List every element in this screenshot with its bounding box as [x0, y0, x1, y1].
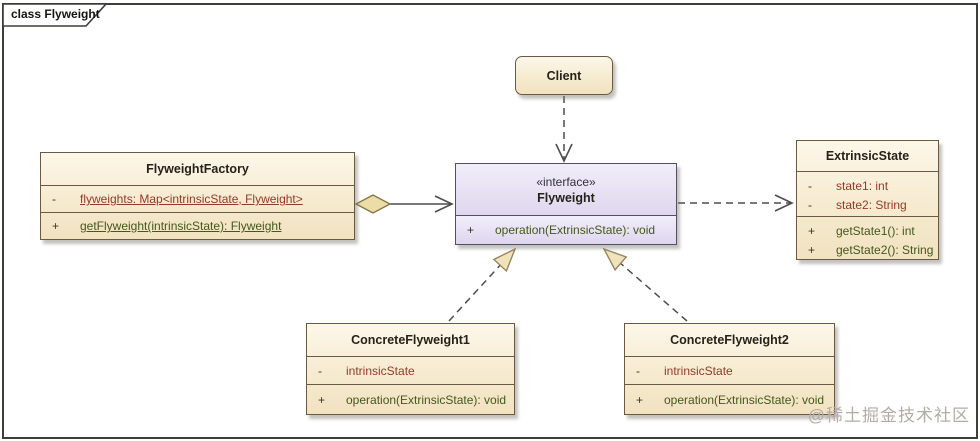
realization-concreteflyweight1-to-flyweight: [448, 247, 517, 322]
operation-row: + getState2(): String: [797, 240, 938, 259]
attribute-text: state2: String: [836, 197, 907, 212]
visibility-marker: +: [808, 223, 816, 238]
frame-tab-label: class Flyweight: [11, 7, 100, 21]
operation-text: getFlyweight(intrinsicState): Flyweight: [80, 219, 282, 233]
visibility-marker: +: [318, 392, 326, 407]
interface-box-flyweight: «interface» Flyweight + operation(Extrin…: [455, 163, 677, 245]
operation-text: operation(ExtrinsicState): void: [346, 392, 507, 407]
operations-compartment: + operation(ExtrinsicState): void: [625, 384, 834, 414]
visibility-marker: -: [318, 363, 322, 378]
class-title-flyweightfactory: FlyweightFactory: [146, 162, 249, 176]
operation-text: getState1(): int: [836, 223, 915, 238]
class-title-concreteflyweight2: ConcreteFlyweight2: [670, 333, 789, 347]
attribute-row: - state1: int: [797, 176, 938, 195]
class-box-client: Client: [515, 56, 613, 95]
interface-title-flyweight: «interface» Flyweight: [456, 164, 676, 215]
visibility-marker: -: [808, 197, 812, 212]
operation-row: + operation(ExtrinsicState): void: [456, 216, 676, 244]
frame-tab-shape: [2, 3, 108, 27]
attributes-compartment: - intrinsicState: [307, 356, 514, 384]
visibility-marker: +: [467, 223, 475, 237]
operations-compartment: + operation(ExtrinsicState): void: [456, 215, 676, 244]
class-box-extrinsicstate: ExtrinsicState - state1: int - state2: S…: [796, 140, 939, 260]
operation-text: getState2(): String: [836, 242, 934, 257]
operations-compartment: + getFlyweight(intrinsicState): Flyweigh…: [41, 212, 354, 239]
realization-concreteflyweight2-to-flyweight: [602, 247, 688, 322]
class-title-client: Client: [546, 68, 582, 83]
diagram-frame: [2, 3, 978, 439]
visibility-marker: -: [636, 363, 640, 378]
attributes-compartment: - state1: int - state2: String: [797, 171, 938, 216]
visibility-marker: +: [636, 392, 644, 407]
operation-row: + getFlyweight(intrinsicState): Flyweigh…: [41, 213, 354, 239]
operation-row: + operation(ExtrinsicState): void: [307, 385, 514, 414]
attribute-row: - intrinsicState: [307, 357, 514, 384]
visibility-marker: -: [808, 178, 812, 193]
class-box-flyweightfactory: FlyweightFactory - flyweights: Map<intri…: [40, 152, 355, 240]
attribute-text: state1: int: [836, 178, 889, 193]
attribute-row: - flyweights: Map<intrinsicState, Flywei…: [41, 186, 354, 212]
class-title-extrinsicstate: ExtrinsicState: [825, 149, 910, 163]
class-box-concreteflyweight2: ConcreteFlyweight2 - intrinsicState + op…: [624, 323, 835, 415]
attribute-text: flyweights: Map<intrinsicState, Flyweigh…: [80, 192, 303, 206]
attribute-row: - intrinsicState: [625, 357, 834, 384]
operations-compartment: + operation(ExtrinsicState): void: [307, 384, 514, 414]
attributes-compartment: - flyweights: Map<intrinsicState, Flywei…: [41, 185, 354, 212]
stereotype-label: «interface»: [536, 174, 596, 189]
operation-text: operation(ExtrinsicState): void: [495, 223, 656, 237]
operation-row: + operation(ExtrinsicState): void: [625, 385, 834, 414]
attribute-row: - state2: String: [797, 195, 938, 214]
visibility-marker: -: [52, 192, 56, 206]
class-title-flyweight: Flyweight: [537, 190, 595, 205]
class-title-concreteflyweight1: ConcreteFlyweight1: [351, 333, 470, 347]
visibility-marker: +: [52, 219, 60, 233]
watermark-text: @稀土掘金技术社区: [807, 406, 970, 425]
operation-text: operation(ExtrinsicState): void: [664, 392, 825, 407]
operations-compartment: + getState1(): int + getState2(): String: [797, 216, 938, 259]
attributes-compartment: - intrinsicState: [625, 356, 834, 384]
attribute-text: intrinsicState: [664, 363, 733, 378]
operation-row: + getState1(): int: [797, 221, 938, 240]
visibility-marker: +: [808, 242, 816, 257]
class-box-concreteflyweight1: ConcreteFlyweight1 - intrinsicState + op…: [306, 323, 515, 415]
attribute-text: intrinsicState: [346, 363, 415, 378]
